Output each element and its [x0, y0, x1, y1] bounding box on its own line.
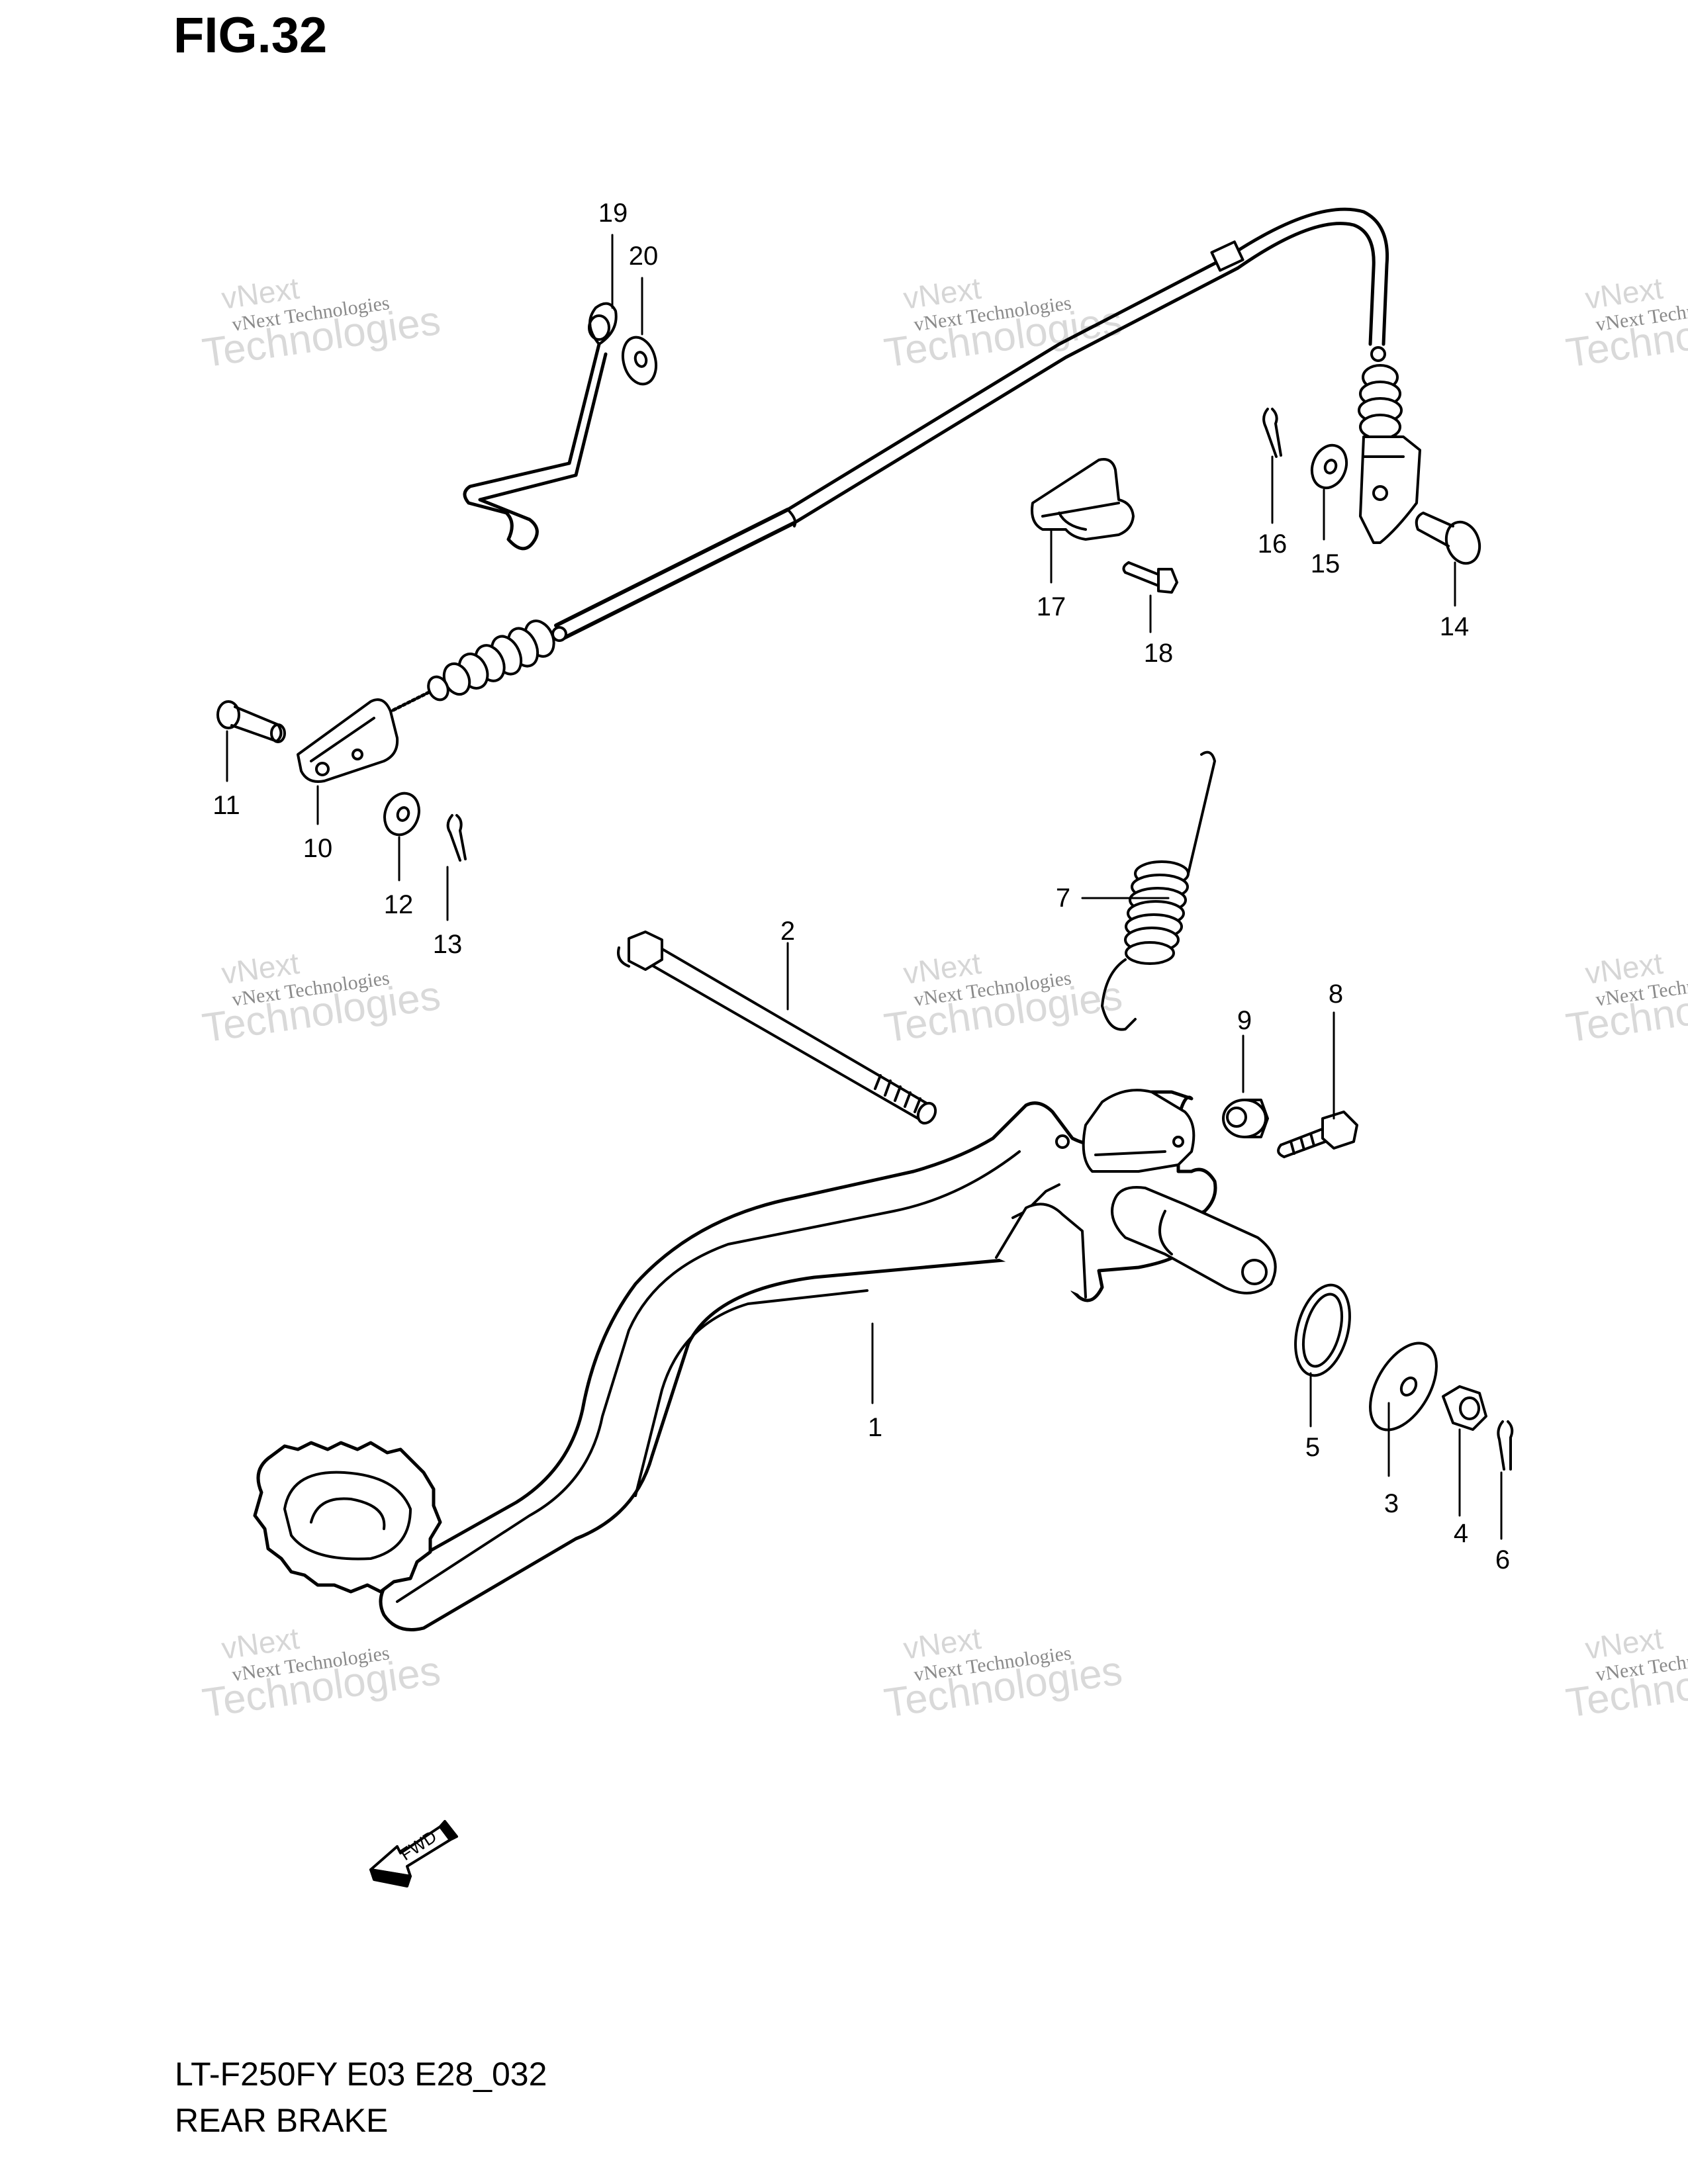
callout-3: 3: [1384, 1489, 1399, 1518]
callout-4: 4: [1454, 1519, 1468, 1548]
callout-8: 8: [1329, 979, 1343, 1009]
callout-labels: 1 2 3 4 5 6 7 8 9 10 11 12 13 14 15 16 1…: [212, 199, 1510, 1574]
washer-12: [383, 792, 420, 837]
callout-17: 17: [1037, 592, 1066, 621]
callout-5: 5: [1305, 1433, 1320, 1462]
o-ring: [1294, 1283, 1351, 1377]
pivot-bolt: [617, 931, 937, 1125]
washer-3: [1369, 1342, 1438, 1432]
callout-14: 14: [1440, 612, 1470, 641]
cotter-pin-16: [1262, 408, 1282, 458]
callout-20: 20: [629, 242, 659, 271]
cable-clamp: [1031, 458, 1135, 541]
cable-clevis-left: [297, 698, 399, 783]
section-name: REAR BRAKE: [175, 2102, 389, 2139]
bolt-18: [1122, 561, 1178, 594]
callout-16: 16: [1258, 529, 1288, 559]
callout-6: 6: [1495, 1545, 1510, 1574]
cable-boot-right: [1358, 346, 1403, 440]
washer-15: [1310, 443, 1348, 490]
model-code: LT-F250FY E03 E28_032: [175, 2056, 547, 2093]
callout-18: 18: [1144, 639, 1174, 668]
nut-4: [1442, 1385, 1487, 1431]
return-spring: [1101, 751, 1216, 1031]
cotter-pin-13: [446, 814, 467, 862]
callout-15: 15: [1311, 549, 1340, 578]
brake-rod: [463, 302, 618, 551]
clevis-pin: [216, 700, 286, 743]
callout-7: 7: [1056, 884, 1070, 913]
nut-9: [1222, 1099, 1269, 1138]
cable-clevis-right: [1359, 435, 1421, 544]
fwd-arrow-icon: FWD: [369, 1820, 458, 1888]
callout-11: 11: [212, 791, 240, 820]
leader-lines: [226, 234, 1503, 1540]
callout-1: 1: [868, 1413, 882, 1442]
callout-2: 2: [780, 917, 795, 946]
cotter-pin-6: [1497, 1420, 1514, 1471]
bolt-8: [1277, 1111, 1358, 1158]
callout-12: 12: [384, 890, 414, 919]
callout-19: 19: [598, 199, 628, 228]
callout-13: 13: [433, 930, 463, 959]
clevis-pin-right: [1415, 512, 1481, 565]
figure-title: FIG.32: [173, 7, 328, 64]
cable-boot-left: [389, 619, 567, 713]
brake-pedal: [253, 1089, 1277, 1631]
washer-20: [622, 336, 657, 386]
callout-9: 9: [1237, 1006, 1252, 1035]
callout-10: 10: [303, 834, 333, 863]
brake-cable: [389, 207, 1403, 713]
